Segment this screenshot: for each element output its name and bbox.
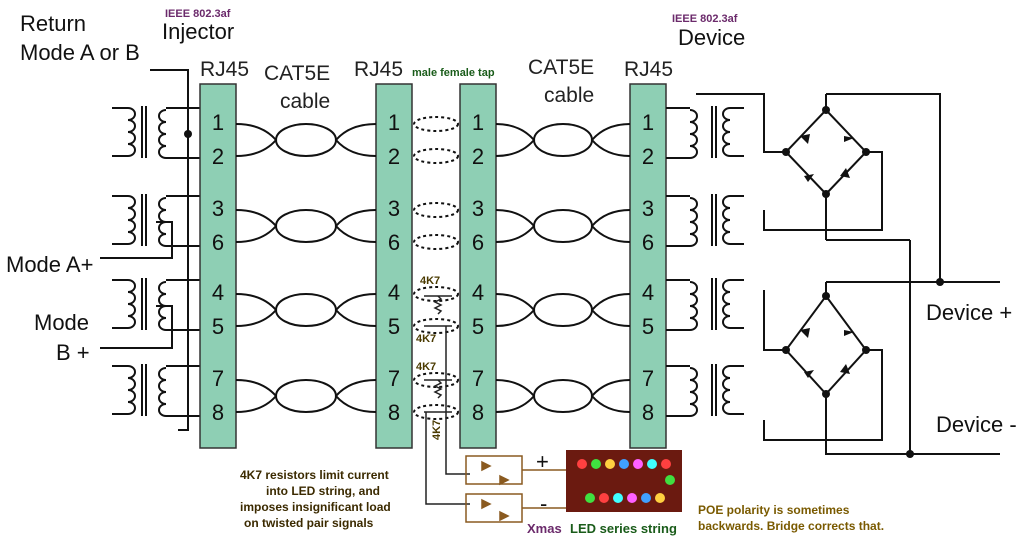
note-line-4: on twisted pair signals — [244, 516, 374, 530]
pin-label-5: 5 — [212, 314, 224, 339]
device-plus-label: Device + — [926, 300, 1012, 325]
injector-label: Injector — [162, 19, 234, 44]
device-standard-label: IEEE 802.3af — [672, 13, 738, 25]
pin-label-1: 1 — [642, 110, 654, 135]
return-label-line1: Return — [20, 11, 86, 36]
led-bulb — [665, 475, 675, 485]
resistor-label-2: 4K7 — [416, 333, 436, 345]
pin-labels: 1 2 3 6 4 5 7 8 1 2 3 6 4 5 7 8 1 2 3 6 4 5 7 8 1 2 3 6 4 5 7 8 — [212, 110, 654, 425]
poe-note-line-1: POE polarity is sometimes — [698, 503, 850, 517]
led-bulb — [613, 493, 623, 503]
led-bulb — [627, 493, 637, 503]
return-label-line2: Mode A or B — [20, 40, 140, 65]
resistor-label-4: 4K7 — [431, 420, 443, 440]
resistor-label-3: 4K7 — [416, 361, 436, 373]
junction-dots — [782, 106, 944, 458]
pin-label-4: 4 — [472, 280, 484, 305]
pin-label-1: 1 — [472, 110, 484, 135]
device-minus-label: Device - — [936, 412, 1017, 437]
bridge-diode-arrows — [800, 134, 854, 378]
pin-label-6: 6 — [642, 230, 654, 255]
pin-label-7: 7 — [212, 366, 224, 391]
pin-label-4: 4 — [212, 280, 224, 305]
bridge-rectifiers — [696, 93, 1000, 455]
cat5e-right-line2: cable — [544, 84, 594, 107]
injector-transformers — [112, 106, 167, 417]
pin-label-7: 7 — [472, 366, 484, 391]
rj45-label-device: RJ45 — [624, 58, 673, 81]
led-lights — [577, 459, 675, 503]
injector-standard-label: IEEE 802.3af — [165, 8, 231, 20]
led-bulb — [633, 459, 643, 469]
pin-label-2: 2 — [212, 144, 224, 169]
return-junction-dot — [184, 130, 192, 138]
pin-label-3: 3 — [642, 196, 654, 221]
pin-label-3: 3 — [212, 196, 224, 221]
note-line-3: imposes insignificant load — [240, 500, 391, 514]
resistor-network — [424, 295, 470, 505]
led-bulb — [577, 459, 587, 469]
led-bulb — [655, 493, 665, 503]
pin-label-7: 7 — [388, 366, 400, 391]
led-bulb — [591, 459, 601, 469]
pin-label-1: 1 — [212, 110, 224, 135]
plus-sign-label: + — [536, 449, 549, 474]
mode-b-label-line1: Mode — [34, 310, 89, 335]
pin-label-8: 8 — [388, 400, 400, 425]
cat5e-right-line1: CAT5E — [528, 56, 594, 79]
led-series-string-label: LED series string — [570, 521, 677, 536]
pin-label-5: 5 — [472, 314, 484, 339]
minus-sign-label: - — [540, 491, 547, 516]
led-bridge-diodes — [465, 455, 566, 523]
device-label: Device — [678, 25, 745, 50]
pin-label-5: 5 — [642, 314, 654, 339]
tap-dashed-links — [413, 116, 459, 420]
note-line-1: 4K7 resistors limit current — [240, 468, 389, 482]
led-bulb — [641, 493, 651, 503]
pin-label-8: 8 — [212, 400, 224, 425]
pin-label-6: 6 — [212, 230, 224, 255]
cat5e-left-line1: CAT5E — [264, 62, 330, 85]
device-rj45-connector — [629, 83, 667, 449]
pin-label-2: 2 — [472, 144, 484, 169]
pin-label-5: 5 — [388, 314, 400, 339]
led-bulb — [661, 459, 671, 469]
note-line-2: into LED string, and — [266, 484, 380, 498]
pin-label-1: 1 — [388, 110, 400, 135]
tap-label: male female tap — [412, 67, 495, 79]
pin-label-2: 2 — [642, 144, 654, 169]
led-bulb — [585, 493, 595, 503]
female-rj45-connector — [459, 83, 497, 449]
resistor-label-1: 4K7 — [420, 275, 440, 287]
pin-label-7: 7 — [642, 366, 654, 391]
poe-note-line-2: backwards. Bridge corrects that. — [698, 519, 884, 533]
pin-label-4: 4 — [642, 280, 654, 305]
pin-label-6: 6 — [388, 230, 400, 255]
injector-wiring — [100, 69, 200, 431]
pin-label-4: 4 — [388, 280, 400, 305]
rj45-label-tap: RJ45 — [354, 58, 403, 81]
male-rj45-connector — [375, 83, 413, 449]
cat5e-left-line2: cable — [280, 90, 330, 113]
mode-b-label-line2: B + — [56, 340, 90, 365]
device-transformers — [689, 106, 744, 417]
pin-label-3: 3 — [388, 196, 400, 221]
pin-label-3: 3 — [472, 196, 484, 221]
led-bulb — [605, 459, 615, 469]
xmas-label: Xmas — [527, 521, 562, 536]
pin-label-6: 6 — [472, 230, 484, 255]
device-wiring — [666, 107, 690, 417]
injector-rj45-connector — [199, 83, 237, 449]
rj45-label-injector: RJ45 — [200, 58, 249, 81]
pin-label-8: 8 — [472, 400, 484, 425]
led-bulb — [599, 493, 609, 503]
led-bulb — [619, 459, 629, 469]
pin-label-2: 2 — [388, 144, 400, 169]
led-bulb — [647, 459, 657, 469]
pin-label-8: 8 — [642, 400, 654, 425]
cable-twists — [235, 123, 631, 413]
mode-a-plus-label: Mode A+ — [6, 252, 93, 277]
